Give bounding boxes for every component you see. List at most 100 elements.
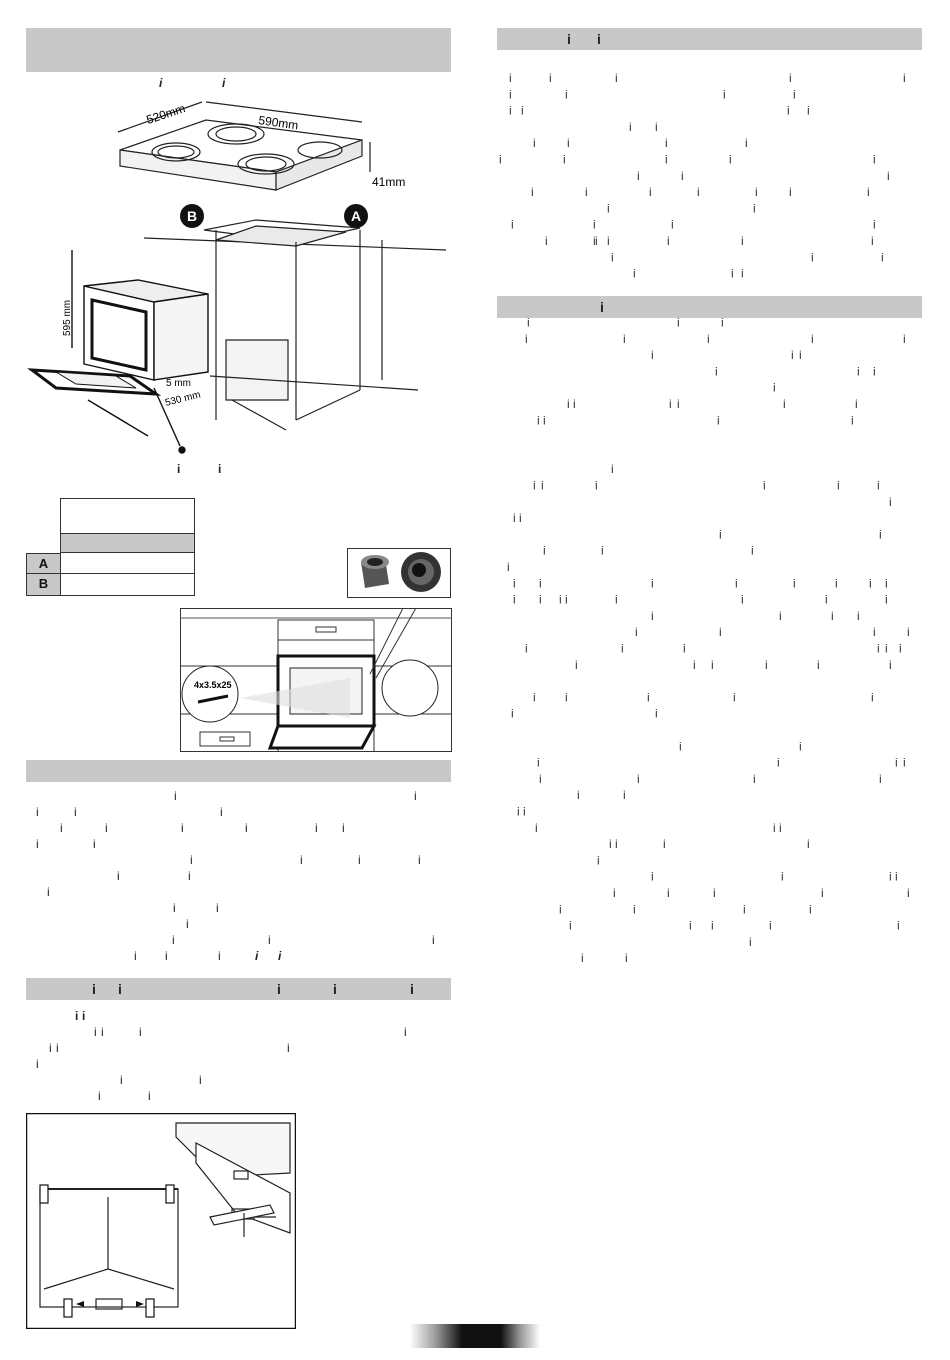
residue-mark: i [511, 707, 514, 721]
residue-mark: i [577, 788, 580, 802]
table-row-b-label: B [26, 574, 60, 596]
residue-mark: i [749, 935, 752, 949]
residue-mark: i [565, 690, 568, 704]
residue-mark: i [851, 413, 854, 427]
text-fragment: i [268, 933, 271, 947]
residue-mark: i [807, 837, 810, 851]
residue-mark: i [809, 902, 812, 916]
page-number-band [410, 1324, 540, 1348]
residue-mark: i [907, 625, 910, 639]
residue-mark: i [887, 169, 890, 183]
residue-mark: i [543, 413, 546, 427]
residue-mark: i [595, 479, 598, 493]
residue-mark: i [623, 332, 626, 346]
residue-mark: i [741, 593, 744, 607]
residue-mark: i [895, 870, 898, 884]
residue-mark: i [873, 364, 876, 378]
residue-mark: i [873, 153, 876, 167]
section3-heading-fragment: i [92, 981, 96, 997]
residue-mark: i [857, 609, 860, 623]
residue-mark: i [731, 267, 734, 281]
residue-mark: i [615, 837, 618, 851]
residue-mark: i [507, 560, 510, 574]
text-fragment: i [404, 1025, 407, 1039]
residue-mark: i [565, 593, 568, 607]
residue-mark: i [669, 397, 672, 411]
residue-mark: i [635, 625, 638, 639]
kitchen-install-figure: 4x3.5x25 [180, 608, 452, 752]
residue-mark: i [539, 593, 542, 607]
residue-mark: i [597, 853, 600, 867]
residue-mark: i [537, 756, 540, 770]
residue-mark: i [719, 527, 722, 541]
residue-mark: i [711, 919, 714, 933]
residue-mark: i [821, 886, 824, 900]
residue-mark: i [665, 153, 668, 167]
residue-mark: i [903, 756, 906, 770]
residue-mark: i [837, 479, 840, 493]
top-section-header [26, 28, 451, 72]
residue-mark: i [889, 658, 892, 672]
residue-mark: i [655, 120, 658, 134]
text-fragment: i [47, 885, 50, 899]
section3-heading-fragment: i [333, 981, 337, 997]
residue-mark: i [681, 169, 684, 183]
text-fragment: i [173, 901, 176, 915]
residue-mark: i [667, 234, 670, 248]
oven-height-label: 595 mm [62, 300, 73, 336]
residue-mark: i [787, 104, 790, 118]
residue-mark: i [857, 364, 860, 378]
marker-a-icon: A [344, 204, 368, 228]
marker-a-label: A [351, 208, 361, 224]
text-fragment: i [218, 949, 221, 963]
oven-gap-label: 5 mm [166, 378, 191, 389]
residue-mark: i [581, 951, 584, 965]
residue-mark: i [793, 576, 796, 590]
residue-mark: i [623, 788, 626, 802]
text-fragment: i [165, 949, 168, 963]
residue-mark: i [903, 71, 906, 85]
residue-mark: i [533, 690, 536, 704]
table-row-a-label: A [26, 553, 60, 574]
arrow-icon [76, 1301, 144, 1307]
residue-mark: i [671, 218, 674, 232]
oven-depth-label: 530 mm [164, 389, 202, 408]
residue-mark: i [531, 185, 534, 199]
text-fragment: i [82, 1009, 86, 1023]
text-fragment: i [36, 837, 39, 851]
residue-mark: i [651, 348, 654, 362]
residue-mark: i [509, 71, 512, 85]
text-fragment: i [287, 1041, 290, 1055]
residue-mark: i [855, 397, 858, 411]
residue-mark: i [637, 169, 640, 183]
residue-mark: i [867, 185, 870, 199]
residue-mark: i [869, 576, 872, 590]
screw-icon [197, 694, 229, 704]
residue-mark: i [693, 658, 696, 672]
residue-mark: i [559, 593, 562, 607]
residue-mark: i [707, 332, 710, 346]
residue-mark: i [907, 886, 910, 900]
text-fragment: i [300, 853, 303, 867]
residue-mark: i [621, 642, 624, 656]
residue-mark: i [723, 87, 726, 101]
residue-mark: i [741, 267, 744, 281]
residue-mark: i [651, 870, 654, 884]
bracket-detail-drawing [175, 1122, 291, 1237]
residue-mark: i [777, 756, 780, 770]
hob-drawing [117, 101, 371, 191]
residue-mark: i [873, 218, 876, 232]
residue-mark: i [765, 658, 768, 672]
residue-mark: i [511, 218, 514, 232]
residue-mark: i [517, 805, 520, 819]
residue-mark: i [567, 136, 570, 150]
residue-mark: i [593, 218, 596, 232]
right-section1-header [497, 28, 922, 50]
residue-mark: i [565, 87, 568, 101]
residue-mark: i [549, 71, 552, 85]
residue-mark: i [889, 495, 892, 509]
text-fragment: i [186, 917, 189, 931]
residue-mark: i [799, 739, 802, 753]
text-fragment: i [49, 1041, 52, 1055]
residue-mark: i [633, 267, 636, 281]
